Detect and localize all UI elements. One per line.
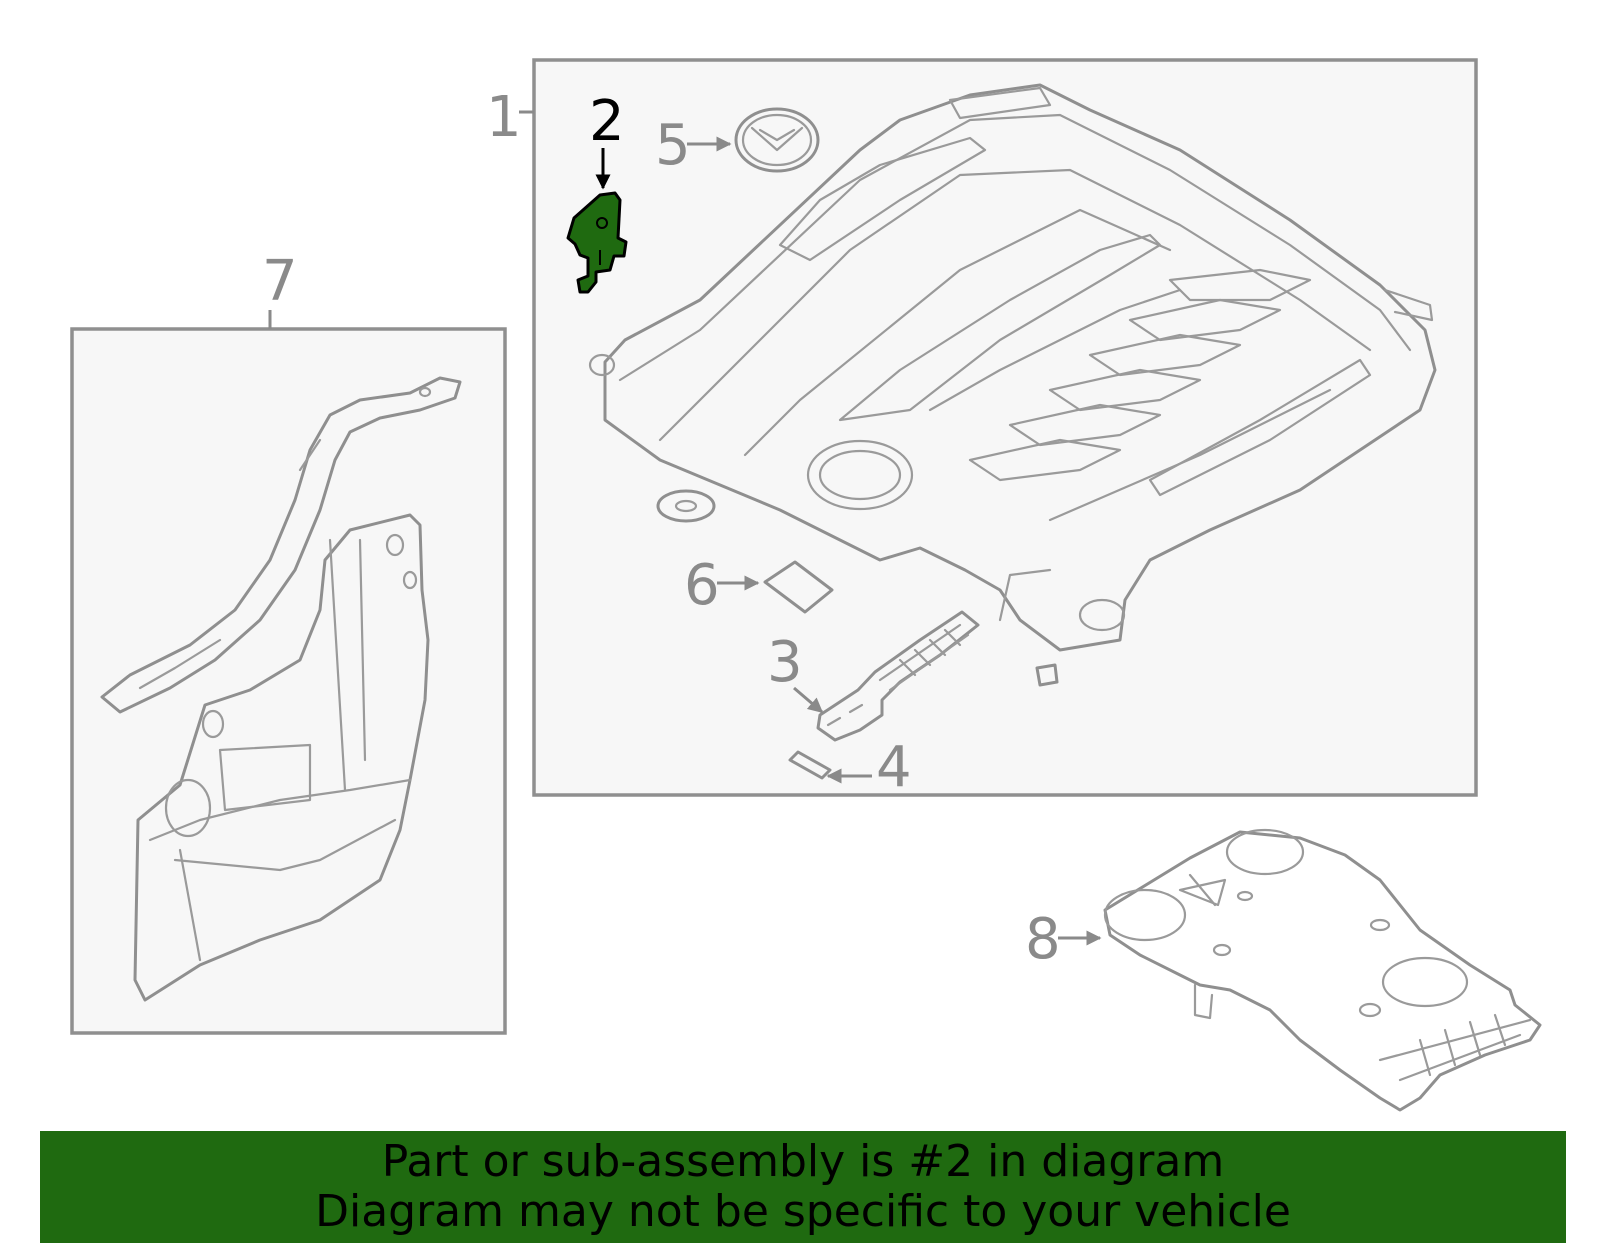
callout-4: 4 xyxy=(876,735,912,800)
leader-3 xyxy=(793,686,824,714)
assembly-7-box xyxy=(70,327,507,1035)
grommet-washer xyxy=(656,489,716,523)
callout-2: 2 xyxy=(589,89,625,154)
emblem-part-5 xyxy=(734,107,820,173)
engine-cover-drawing xyxy=(588,83,1437,652)
bracket-part-3 xyxy=(816,610,980,742)
banner-line-2: Diagram may not be specific to your vehi… xyxy=(315,1186,1291,1237)
plate-part-8 xyxy=(1103,828,1542,1112)
callout-8: 8 xyxy=(1025,907,1061,972)
info-banner: Part or sub-assembly is #2 in diagram Di… xyxy=(40,1131,1566,1243)
assembly-1-box xyxy=(532,58,1478,797)
callout-7: 7 xyxy=(262,249,298,314)
callout-5: 5 xyxy=(655,113,691,178)
highlighted-part-2 xyxy=(566,191,628,294)
callout-3: 3 xyxy=(767,630,803,695)
callout-1: 1 xyxy=(486,85,522,150)
banner-line-1: Part or sub-assembly is #2 in diagram xyxy=(381,1136,1225,1187)
clip-small xyxy=(1035,663,1059,687)
pad-part-6 xyxy=(763,560,834,614)
callout-6: 6 xyxy=(684,553,720,618)
shield-part-7 xyxy=(100,376,462,1002)
